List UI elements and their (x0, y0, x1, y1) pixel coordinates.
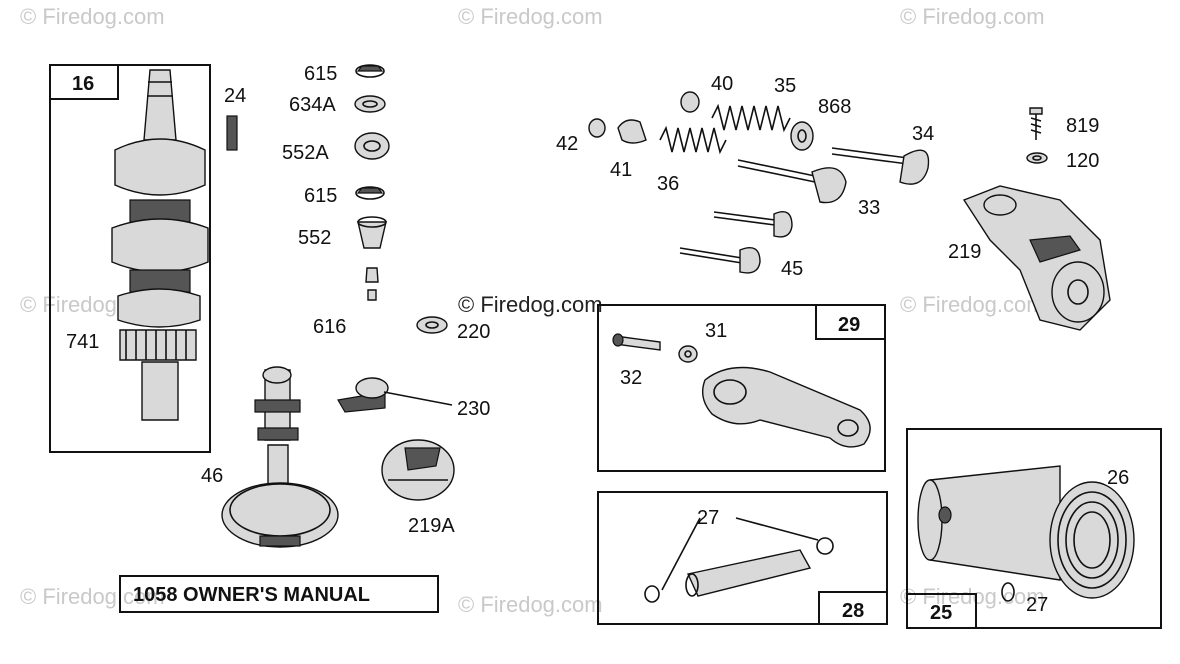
part-label-35: 35 (774, 75, 796, 97)
part-label-120: 120 (1066, 150, 1099, 172)
watermark: © Firedog.com (458, 4, 603, 29)
kit-box-28-tag (818, 591, 888, 625)
watermark: © Firedog.com (20, 584, 165, 609)
part-label-634a: 634A (289, 94, 336, 116)
part-label-741: 741 (66, 331, 99, 353)
part-label-27: 27 (1026, 594, 1048, 616)
part-label-220: 220 (457, 321, 490, 343)
part-label-24: 24 (224, 85, 246, 107)
part-label-868: 868 (818, 96, 851, 118)
owners-manual-frame (119, 575, 439, 613)
part-label-36: 36 (657, 173, 679, 195)
kit-box-16-tag (49, 64, 119, 100)
part-labels: 24 615 634A 552A 615 552 616 220 230 741… (66, 63, 1129, 616)
kit-box-25-number: 25 (930, 602, 952, 624)
watermark: © Firedog.com (900, 584, 1045, 609)
part-label-615: 615 (304, 63, 337, 85)
kit-box-16-number: 16 (72, 73, 94, 95)
kit-box-29-frame (597, 304, 886, 472)
kit-box-28-frame (597, 491, 888, 625)
watermark: © Firedog.com (458, 592, 603, 617)
part-label-27: 27 (697, 507, 719, 529)
part-label-33: 33 (858, 197, 880, 219)
piston-drawing (917, 465, 1135, 602)
part-label-219: 219 (948, 241, 981, 263)
piston-pin-drawing (644, 517, 834, 603)
part-24-shape (226, 115, 238, 151)
part-label-230: 230 (457, 398, 490, 420)
kit-box-29-tag (815, 304, 886, 340)
kit-box-28-number: 28 (842, 600, 864, 622)
part-label-46: 46 (201, 465, 223, 487)
part-label-45: 45 (781, 258, 803, 280)
owners-manual-box: 1058 OWNER'S MANUAL (119, 575, 439, 613)
watermark-center: © Firedog.com (458, 292, 603, 317)
watermark: © Firedog.com (900, 4, 1045, 29)
owners-manual-label: 1058 OWNER'S MANUAL (133, 584, 370, 606)
part-label-42: 42 (556, 133, 578, 155)
watermark: © Firedog.com (900, 292, 1045, 317)
part-label-552a: 552A (282, 142, 329, 164)
kit-box-25-tag (906, 593, 977, 629)
connecting-rod-drawing (612, 333, 871, 448)
part-label-32: 32 (620, 367, 642, 389)
part-label-219a: 219A (408, 515, 455, 537)
kit-box-29-number: 29 (838, 314, 860, 336)
valve-parts-drawing (588, 91, 930, 274)
kit-box-25: 25 (906, 428, 1162, 629)
part-label-616: 616 (313, 316, 346, 338)
watermark: © Firedog.com (20, 4, 165, 29)
kit-box-29: 29 (597, 304, 886, 472)
middle-parts-drawing (221, 64, 455, 548)
part-label-552: 552 (298, 227, 331, 249)
part-label-40: 40 (711, 73, 733, 95)
breather-drawing (962, 107, 1111, 331)
part-label-26: 26 (1107, 467, 1129, 489)
part-label-31: 31 (705, 320, 727, 342)
kit-box-16-frame (49, 64, 211, 453)
kit-box-16: 16 (49, 64, 211, 453)
part-label-41: 41 (610, 159, 632, 181)
kit-box-28: 28 (597, 491, 888, 625)
part-label-34: 34 (912, 123, 934, 145)
kit-box-25-frame (906, 428, 1162, 629)
crankshaft-drawing (111, 69, 209, 421)
part-label-615: 615 (304, 185, 337, 207)
part-label-819: 819 (1066, 115, 1099, 137)
